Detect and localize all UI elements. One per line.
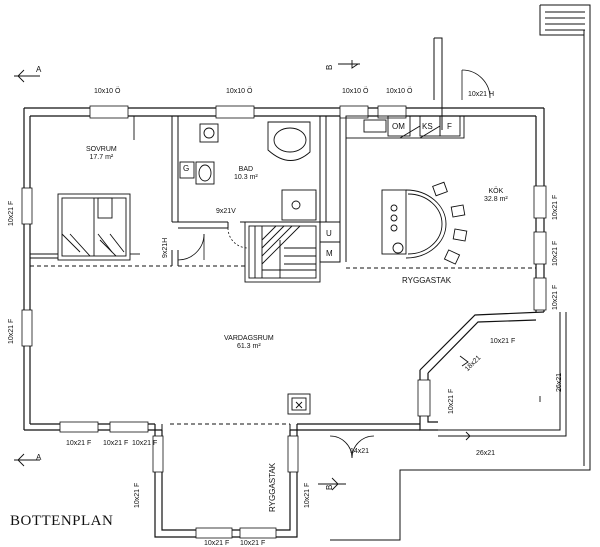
section-marker-b-top: B xyxy=(325,64,334,70)
window-label-bottom-3: 10x21 F xyxy=(132,440,158,447)
window-label-terrace-right: 26x21 xyxy=(556,372,563,392)
door-label-bed: 9x21H xyxy=(162,237,169,258)
plan-title: BOTTENPLAN xyxy=(10,513,114,529)
room-kok-area: 32.8 m² xyxy=(484,196,508,204)
window-label-base-2: 10x21 F xyxy=(240,540,266,547)
fixture-u-label: U xyxy=(326,229,332,238)
window-label-top-door: 10x21 H xyxy=(468,91,495,98)
doors xyxy=(177,69,491,459)
fixture-m-box xyxy=(319,241,341,263)
window-label-top-1: 10x10 Ö xyxy=(94,88,121,95)
window-label-bottom-1: 10x21 F xyxy=(66,440,92,447)
window-label-entry-left: 10x21 F xyxy=(134,482,141,508)
interior-walls xyxy=(30,116,536,430)
window-label-terrace-bottom: 26x21 xyxy=(476,450,496,457)
kitchen-units xyxy=(345,115,468,265)
fixture-m-label: M xyxy=(326,249,333,258)
room-sovrum: SOVRUM 17.7 m² xyxy=(86,146,117,163)
door-label-entry: 14x21 xyxy=(350,448,370,455)
window-label-top-3: 10x10 Ö xyxy=(342,88,369,95)
window-label-bay-1: 10x21 F xyxy=(490,338,516,345)
door-label-bath: 9x21V xyxy=(216,208,236,215)
fixture-g-label: G xyxy=(183,164,190,173)
window-label-right-3: 10x21 F xyxy=(552,284,559,310)
section-marker-a-top: A xyxy=(36,65,42,74)
section-markers xyxy=(14,60,541,491)
section-marker-b-bottom: B xyxy=(325,484,334,490)
fixture-ks-label: KS xyxy=(422,122,433,131)
outer-walls xyxy=(23,107,545,538)
room-vardagsrum-name: VARDAGSRUM xyxy=(224,335,274,342)
window-label-bottom-2: 10x21 F xyxy=(103,440,129,447)
window-label-base-1: 10x21 F xyxy=(204,540,230,547)
window-label-left-1: 10x21 F xyxy=(8,200,15,226)
window-label-top-4: 10x10 Ö xyxy=(386,88,413,95)
room-bad-name: BAD xyxy=(238,166,254,173)
terrace-outline xyxy=(330,4,591,541)
section-marker-a-bottom: A xyxy=(36,453,42,462)
window-label-entry-right: 10x21 F xyxy=(304,482,311,508)
ryggastak-note-1: RYGGASTAK xyxy=(402,276,452,285)
window-label-bay-3: 10x21 F xyxy=(448,388,455,414)
window-label-top-2: 10x10 Ö xyxy=(226,88,253,95)
room-kok: KÖK 32.8 m² xyxy=(484,188,508,205)
window-label-right-1: 10x21 F xyxy=(552,194,559,220)
staircase xyxy=(244,221,321,283)
room-sovrum-area: 17.7 m² xyxy=(89,154,114,162)
bedroom-furniture xyxy=(30,116,140,261)
room-bad: BAD 10.3 m² xyxy=(234,166,258,183)
room-kok-name: KÖK xyxy=(488,188,504,195)
windows xyxy=(21,105,547,539)
bathroom-fixtures xyxy=(179,121,317,221)
room-vardagsrum: VARDAGSRUM 61.3 m² xyxy=(224,335,274,352)
fixture-f-label: F xyxy=(447,122,452,131)
window-label-right-2: 10x21 F xyxy=(552,240,559,266)
room-sovrum-name: SOVRUM xyxy=(86,146,117,153)
window-label-left-2: 10x21 F xyxy=(8,318,15,344)
room-bad-area: 10.3 m² xyxy=(234,174,258,182)
ryggastak-note-2: RYGGASTAK xyxy=(268,462,277,512)
room-vardagsrum-area: 61.3 m² xyxy=(236,343,261,351)
fixture-om-label: OM xyxy=(392,122,405,131)
fireplace xyxy=(287,393,311,415)
